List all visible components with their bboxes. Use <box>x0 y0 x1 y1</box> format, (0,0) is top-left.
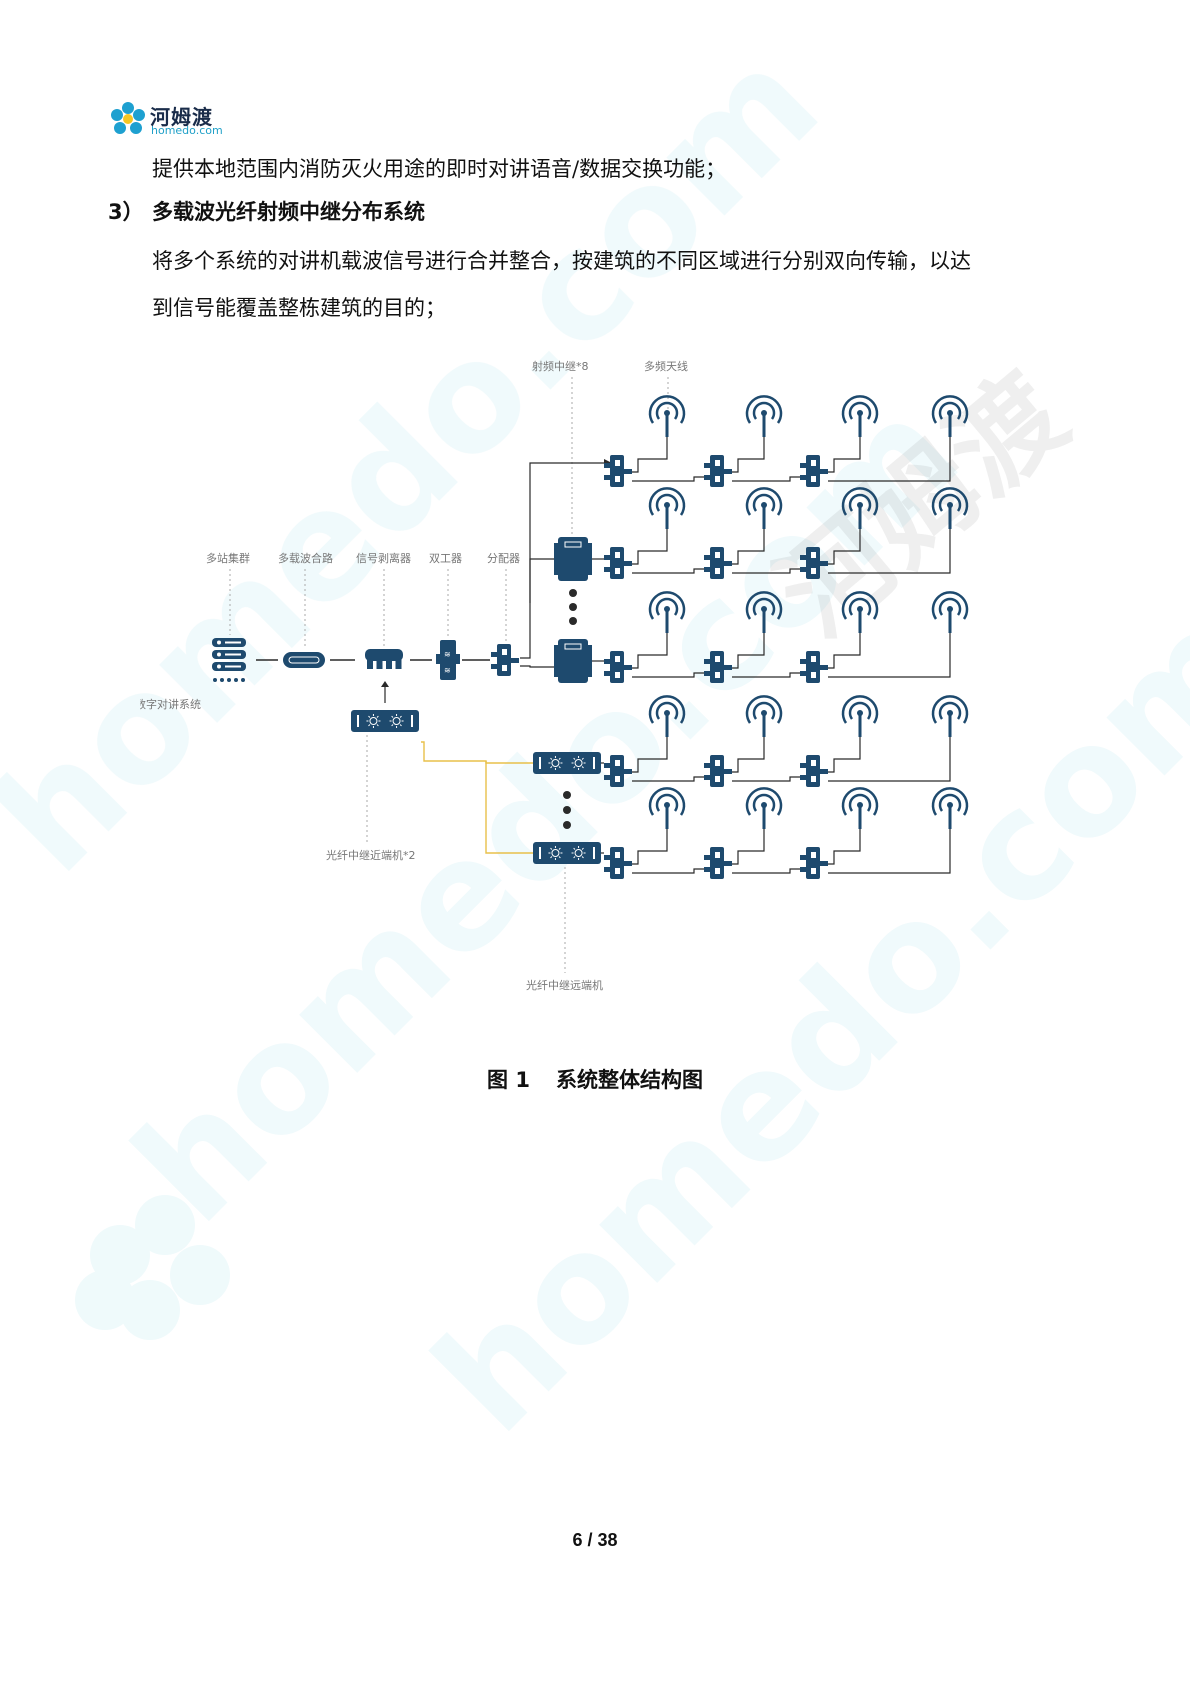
homedo-logo <box>111 102 145 134</box>
antenna-icon <box>648 395 686 437</box>
antenna-icon <box>931 487 969 529</box>
page-number: 6 / 38 <box>572 1530 618 1550</box>
heading-number: 3） <box>108 200 144 224</box>
coupler-icon <box>491 644 519 676</box>
connection-lines <box>256 437 951 874</box>
label-near-end: 光纤中继近端机*2 <box>326 848 416 862</box>
ellipsis-dot <box>563 791 571 799</box>
label-multi-combiner: 多载波合路 <box>278 551 333 565</box>
antenna-icon <box>745 787 783 829</box>
svg-text:≋: ≋ <box>444 666 451 675</box>
antenna-icon <box>931 787 969 829</box>
heading-text: 多载波光纤射频中继分布系统 <box>152 200 425 224</box>
paragraph-2-line-1: 将多个系统的对讲机载波信号进行合并整合，按建筑的不同区域进行分别双向传输，以达 <box>152 249 971 273</box>
signal-splitter-icon <box>365 649 403 669</box>
logo-url: homedo.com <box>151 124 223 137</box>
devices: ≋≋ <box>212 395 969 879</box>
diagram-labels: 射频中继*8 多频天线 多站集群 多载波合路 信号剥离器 双工器 分配器 数字对… <box>140 359 688 992</box>
antenna-icon <box>745 695 783 737</box>
figure-number: 图 1 <box>487 1068 530 1092</box>
antenna-icon <box>648 787 686 829</box>
label-distributor: 分配器 <box>487 552 520 565</box>
section-heading: 3） 多载波光纤射频中继分布系统 <box>108 196 425 226</box>
system-structure-diagram: ≋≋ 射频中继*8 多频天线 多站集群 多载波合路 信号剥离器 双工器 分配器 … <box>140 359 969 992</box>
coupler-icon <box>800 755 828 787</box>
antenna-icon <box>841 395 879 437</box>
antenna-icon <box>841 787 879 829</box>
far-end-box-icon <box>533 842 601 864</box>
antenna-icon <box>931 395 969 437</box>
combiner-icon <box>283 652 325 668</box>
antenna-icon <box>841 487 879 529</box>
label-far-end: 光纤中继远端机 <box>526 978 603 992</box>
logo-text: 河姆渡 <box>150 105 213 129</box>
coupler-icon <box>604 547 632 579</box>
label-rf-repeater: 射频中继*8 <box>532 359 589 373</box>
antenna-icon <box>745 487 783 529</box>
duplexer-icon: ≋≋ <box>436 640 460 680</box>
figure-title: 系统整体结构图 <box>555 1068 703 1092</box>
coupler-icon <box>704 847 732 879</box>
svg-text:≋: ≋ <box>444 650 451 659</box>
antenna-icon <box>745 591 783 633</box>
coupler-icon <box>800 455 828 487</box>
rf-repeater-icon <box>554 639 592 683</box>
paragraph-2-line-2: 到信号能覆盖整栋建筑的目的； <box>152 296 446 320</box>
far-end-box-icon <box>533 752 601 774</box>
coupler-icon <box>604 847 632 879</box>
antenna-icon <box>841 591 879 633</box>
antenna-icon <box>841 695 879 737</box>
coupler-icon <box>704 547 732 579</box>
server-rack-icon <box>212 638 246 682</box>
antenna-icon <box>931 695 969 737</box>
coupler-icon <box>704 651 732 683</box>
label-multi-antenna: 多频天线 <box>644 359 688 373</box>
coupler-icon <box>604 455 632 487</box>
coupler-icon <box>800 847 828 879</box>
antenna-icon <box>648 695 686 737</box>
paragraph-1: 提供本地范围内消防灭火用途的即时对讲语音/数据交换功能； <box>152 157 727 181</box>
near-end-box-icon <box>351 710 419 732</box>
antenna-icon <box>648 591 686 633</box>
leader-lines <box>229 377 669 973</box>
label-signal-splitter: 信号剥离器 <box>356 551 411 565</box>
ellipsis-dot <box>563 821 571 829</box>
coupler-icon <box>800 547 828 579</box>
antenna-icon <box>931 591 969 633</box>
rf-repeater-icon <box>554 537 592 581</box>
coupler-icon <box>604 755 632 787</box>
label-digital-system: 数字对讲系统 <box>140 697 201 711</box>
figure-caption: 图 1 系统整体结构图 <box>0 1064 1190 1094</box>
antenna-icon <box>648 487 686 529</box>
label-multi-station: 多站集群 <box>206 551 250 565</box>
ellipsis-dot <box>569 603 577 611</box>
label-duplexer: 双工器 <box>429 552 462 565</box>
coupler-icon <box>604 651 632 683</box>
coupler-icon <box>704 755 732 787</box>
ellipsis-dot <box>563 806 571 814</box>
coupler-icon <box>800 651 828 683</box>
ellipsis-dot <box>569 589 577 597</box>
antenna-icon <box>745 395 783 437</box>
ellipsis-dot <box>569 617 577 625</box>
coupler-icon <box>704 455 732 487</box>
